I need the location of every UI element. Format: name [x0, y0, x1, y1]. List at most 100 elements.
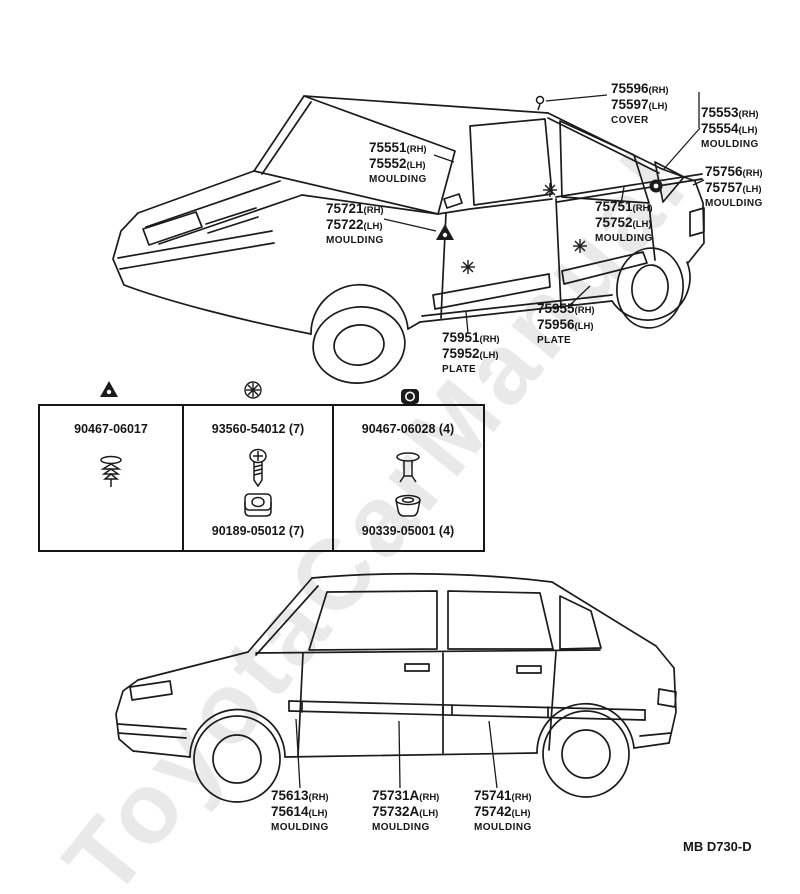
part-number: 75741	[474, 788, 512, 803]
part-number-row: 75742(LH)	[474, 805, 532, 821]
part-number: 75751	[595, 199, 633, 214]
part-number: 75552	[369, 156, 407, 171]
callout-cover-75596: 75596(RH) 75597(LH) COVER	[611, 82, 669, 128]
part-number: 90189-05012 (7)	[211, 524, 305, 538]
callout-plate-75955: 75955(RH) 75956(LH) PLATE	[537, 302, 595, 348]
part-number: 75757	[705, 180, 743, 195]
part-caption: MOULDING	[595, 233, 653, 244]
part-number: 75597	[611, 97, 649, 112]
callout-plate-75951: 75951(RH) 75952(LH) PLATE	[442, 331, 500, 377]
part-number-row: 75732A(LH)	[372, 805, 439, 821]
side-code: (LH)	[479, 350, 499, 361]
callout-moulding-75751: 75751(RH) 75752(LH) MOULDING	[595, 200, 653, 246]
side-code: (LH)	[511, 808, 531, 819]
side-code: (LH)	[648, 101, 668, 112]
lower-rear-wheel	[542, 710, 630, 798]
part-number: 75956	[537, 317, 575, 332]
cover-clip-mark	[535, 95, 545, 111]
push-rivet-icon	[396, 452, 420, 483]
part-number: 90467-06028 (4)	[361, 422, 455, 436]
side-code: (LH)	[738, 125, 758, 136]
part-number: 75551	[369, 140, 407, 155]
side-code: (LH)	[742, 184, 762, 195]
side-code: (RH)	[308, 792, 329, 803]
part-number-row: 75956(LH)	[537, 318, 595, 334]
part-number: 93560-54012 (7)	[211, 422, 305, 436]
part-caption: PLATE	[537, 335, 572, 346]
side-code: (LH)	[406, 160, 426, 171]
nut-marker-icon	[649, 179, 663, 193]
part-number-row: 75731A(RH)	[372, 789, 439, 805]
part-number-row: 75741(RH)	[474, 789, 532, 805]
screw-marker-icon	[573, 239, 587, 253]
upper-front-wheel	[312, 306, 406, 384]
callout-moulding-75756: 75756(RH) 75757(LH) MOULDING	[705, 165, 763, 211]
part-number: 90467-06017	[74, 422, 148, 436]
part-caption: MOULDING	[271, 822, 329, 833]
legend-nut-marker-icon	[401, 389, 419, 404]
part-number: 75721	[326, 201, 364, 216]
side-code: (LH)	[574, 321, 594, 332]
part-number: 75554	[701, 121, 739, 136]
screw-icon	[249, 448, 267, 488]
part-number: 75955	[537, 301, 575, 316]
document-code: MB D730-D	[683, 839, 752, 854]
part-number: 75613	[271, 788, 309, 803]
part-number: 75722	[326, 217, 364, 232]
side-code: (RH)	[742, 168, 763, 179]
part-caption: MOULDING	[705, 198, 763, 209]
part-number-row: 75552(LH)	[369, 157, 427, 173]
part-caption: MOULDING	[369, 174, 427, 185]
part-number-row: 75551(RH)	[369, 141, 427, 157]
part-number-row: 75757(LH)	[705, 181, 763, 197]
legend-screw-marker-icon	[244, 381, 262, 399]
part-number-row: 75597(LH)	[611, 98, 669, 114]
side-code: (LH)	[363, 221, 383, 232]
part-number-row: 75614(LH)	[271, 805, 329, 821]
lower-car-drawing	[115, 572, 677, 758]
part-number-row: 75721(RH)	[326, 202, 384, 218]
part-number: 75742	[474, 804, 512, 819]
callout-moulding-75731A: 75731A(RH) 75732A(LH) MOULDING	[372, 789, 439, 835]
fastener-cell-2: 93560-54012 (7) 9018	[184, 406, 334, 550]
push-clip-icon	[100, 455, 122, 487]
part-caption: COVER	[611, 115, 649, 126]
screw-marker-icon	[543, 183, 557, 197]
part-number-row: 75752(LH)	[595, 216, 653, 232]
side-code: (RH)	[479, 334, 500, 345]
callout-moulding-75613: 75613(RH) 75614(LH) MOULDING	[271, 789, 329, 835]
side-code: (LH)	[308, 808, 328, 819]
side-code: (RH)	[632, 203, 653, 214]
side-code: (RH)	[419, 792, 440, 803]
part-number-row: 75722(LH)	[326, 218, 384, 234]
side-code: (RH)	[363, 205, 384, 216]
side-code: (RH)	[648, 85, 669, 96]
callout-moulding-75741: 75741(RH) 75742(LH) MOULDING	[474, 789, 532, 835]
legend-triangle-marker-icon	[100, 381, 118, 397]
part-caption: MOULDING	[474, 822, 532, 833]
part-caption: MOULDING	[701, 139, 759, 150]
part-caption: MOULDING	[372, 822, 430, 833]
part-number: 75731A	[372, 788, 420, 803]
fastener-table: 90467-06017 93560-54012 (7)	[38, 404, 485, 552]
part-number-row: 75596(RH)	[611, 82, 669, 98]
callout-moulding-75551: 75551(RH) 75552(LH) MOULDING	[369, 141, 427, 187]
fastener-cell-3: 90467-06028 (4) 90339-05001 (4)	[334, 406, 482, 550]
part-number: 75951	[442, 330, 480, 345]
screw-marker-icon	[461, 260, 475, 274]
part-number: 75952	[442, 346, 480, 361]
part-caption: PLATE	[442, 364, 477, 375]
part-number-row: 75553(RH)	[701, 106, 759, 122]
part-caption: MOULDING	[326, 235, 384, 246]
callout-moulding-75721: 75721(RH) 75722(LH) MOULDING	[326, 202, 384, 248]
square-grommet-icon	[244, 493, 272, 517]
side-code: (LH)	[419, 808, 439, 819]
part-number-row: 75613(RH)	[271, 789, 329, 805]
side-code: (RH)	[406, 144, 427, 155]
part-number-row: 75952(LH)	[442, 347, 500, 363]
part-number: 75756	[705, 164, 743, 179]
fastener-cell-1: 90467-06017	[40, 406, 184, 550]
part-number: 75553	[701, 105, 739, 120]
